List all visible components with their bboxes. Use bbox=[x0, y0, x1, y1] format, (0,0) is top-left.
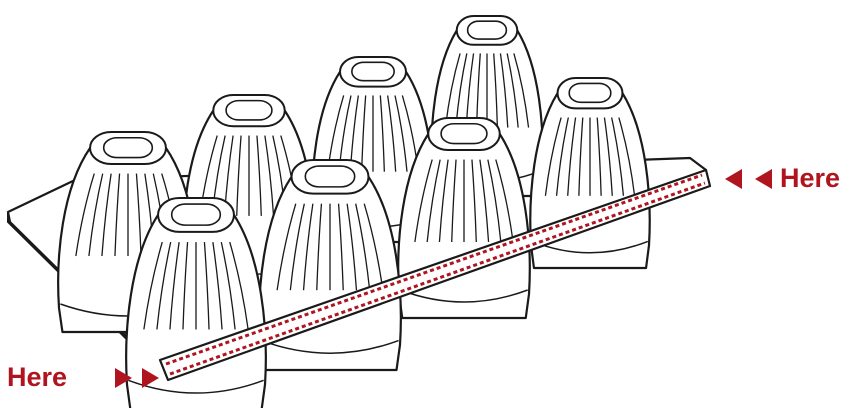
left-pointing-triangle-icon bbox=[755, 169, 772, 189]
cup-rim bbox=[428, 118, 500, 150]
here-label-right: Here bbox=[780, 165, 840, 192]
cup-rim bbox=[558, 78, 623, 108]
cup-rim bbox=[292, 160, 369, 194]
left-pointing-triangle-icon bbox=[725, 169, 742, 189]
here-label-left: Here bbox=[7, 364, 67, 391]
cup-rim bbox=[90, 132, 166, 164]
cup-rim bbox=[213, 95, 285, 126]
right-pointing-triangle-icon bbox=[142, 368, 159, 388]
right-pointing-triangle-icon bbox=[115, 368, 132, 388]
cup-rim bbox=[158, 198, 234, 232]
cup-rim bbox=[340, 57, 406, 87]
cup-rim bbox=[457, 16, 518, 45]
